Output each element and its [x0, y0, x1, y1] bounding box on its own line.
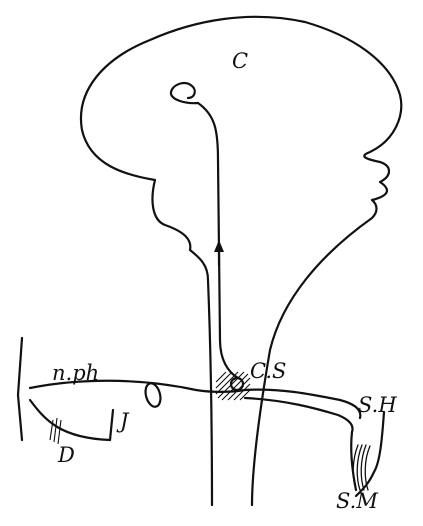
left-bracket — [18, 338, 22, 440]
label-j: J — [116, 409, 130, 433]
ganglion-oval — [143, 382, 163, 409]
upper-nerve — [30, 381, 360, 418]
label-d: D — [57, 443, 75, 467]
left-curve — [30, 400, 110, 440]
label-n-ph: n.ph — [52, 361, 99, 385]
label-c-s: C.S — [250, 359, 286, 383]
ascending-tract — [198, 103, 238, 378]
label-s-m: S.M — [336, 489, 378, 513]
cell-body — [231, 378, 243, 390]
right-bracket — [356, 412, 384, 496]
hatched-region — [216, 372, 250, 400]
up-arrow-icon — [214, 240, 224, 265]
label-c: C — [232, 49, 248, 73]
label-s-h: S.H — [358, 393, 397, 417]
left-vertical-stroke — [110, 410, 113, 440]
nucleus-loop — [171, 83, 198, 103]
